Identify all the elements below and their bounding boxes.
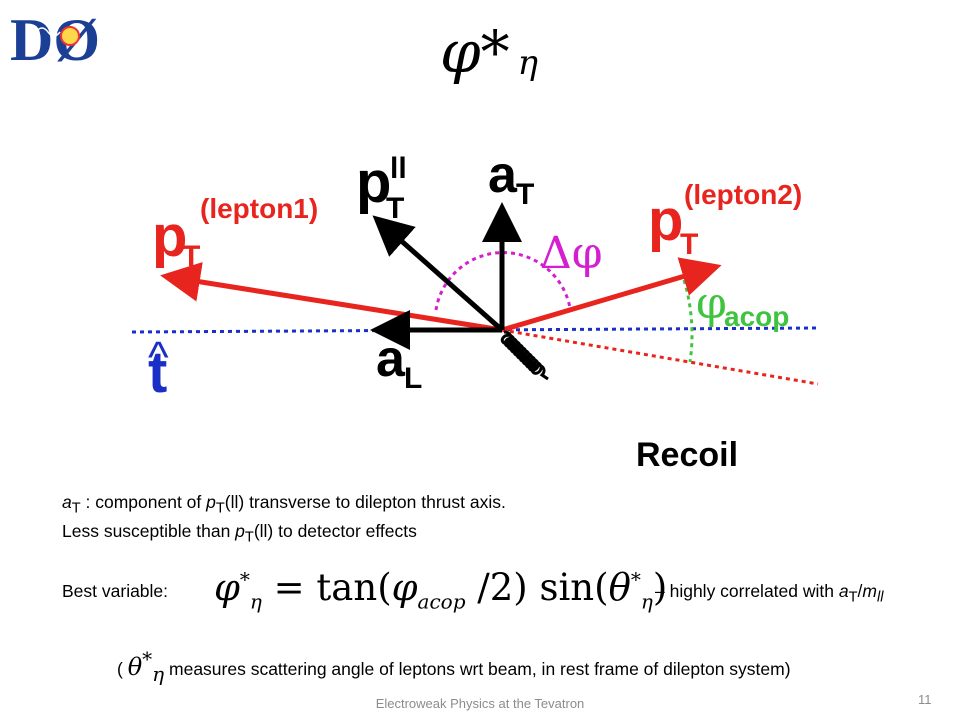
label-delta-phi: Δφ [540, 228, 603, 279]
lepton1-extension-line [501, 328, 819, 386]
title-phi-star: φ* [440, 18, 510, 86]
phi-acop-arc [682, 279, 694, 363]
label-pt-lepton1-sup: (lepton1) [200, 193, 318, 224]
phi-star-formula: φ*η = tan(φacop /2) sin(θ*η) [214, 566, 668, 614]
label-t-hat: t [148, 340, 167, 405]
logo-text: DØ [10, 7, 100, 70]
thrust-axis-line [131, 326, 819, 334]
d0-logo: DØ [6, 6, 118, 70]
label-pt-lepton1-sub: T [182, 240, 200, 273]
label-phi-acop: φ [696, 278, 727, 329]
label-pt-lepton2-sub: T [680, 228, 698, 261]
label-pt-lepton2: p [648, 188, 683, 253]
label-pt-ll-sub: T [386, 192, 404, 225]
best-variable-label: Best variable: [62, 581, 169, 601]
vector-diagram: p T (lepton1) p ll T a T p T (lepton2) a… [131, 146, 819, 474]
susceptibility-line: Less susceptible than pT(ll) to detector… [62, 521, 417, 546]
page-number: 11 [918, 692, 932, 707]
label-pt-ll: p [356, 150, 391, 215]
correlation-note: – highly correlated with aT/mll [655, 581, 884, 606]
label-at-sub: T [516, 178, 534, 211]
label-pt-lepton2-sup: (lepton2) [684, 179, 802, 210]
title-eta: η [517, 43, 538, 83]
label-al: a [376, 330, 406, 388]
label-al-sub: L [404, 362, 422, 395]
label-at: a [488, 146, 518, 204]
theta-star-note: ( θ*η measures scattering angle of lepto… [117, 647, 791, 686]
slide-title: φ*η [440, 22, 538, 93]
label-pt-ll-sup: ll [390, 152, 407, 185]
delta-phi-arc [434, 251, 572, 311]
label-phi-acop-sub: acop [724, 301, 789, 332]
label-pt-lepton1: p [152, 204, 187, 269]
pt-lepton1-arrow [160, 261, 503, 333]
footer-title: Electroweak Physics at the Tevatron [375, 696, 585, 711]
pt-ll-arrow [372, 215, 504, 332]
definition-line: aT : component of pT(ll) transverse to d… [62, 492, 506, 517]
label-t-hat-accent: ^ [148, 333, 169, 382]
recoil-coil [500, 330, 549, 381]
pt-lepton2-arrow [501, 257, 722, 333]
label-recoil: Recoil [636, 436, 738, 474]
